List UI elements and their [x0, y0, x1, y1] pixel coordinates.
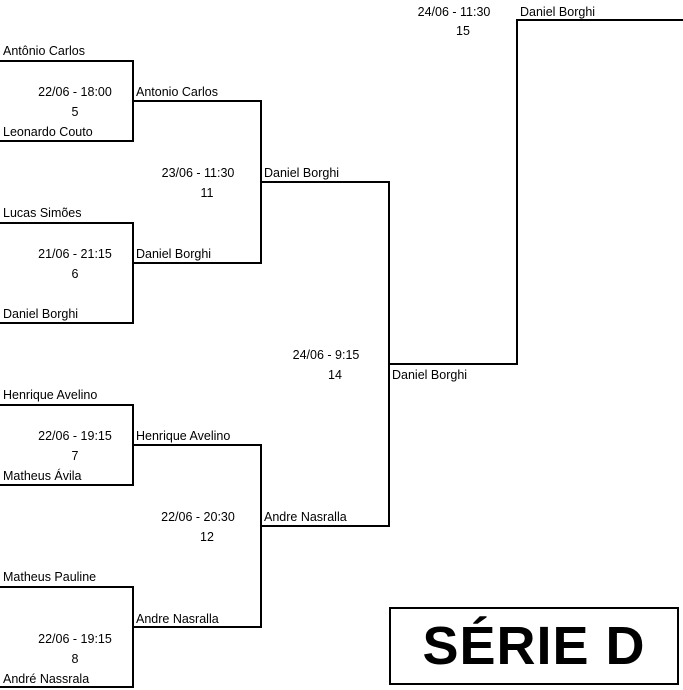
- bracket-line: [0, 322, 134, 324]
- bracket-line: [0, 686, 134, 688]
- match-number: 14: [328, 368, 342, 382]
- match-number: 5: [71, 105, 79, 119]
- bracket-line: [260, 100, 262, 264]
- player-name: Andre Nasralla: [136, 612, 219, 626]
- match-number: 6: [71, 267, 79, 281]
- player-name: Henrique Avelino: [3, 388, 98, 402]
- player-name: Andre Nasralla: [264, 510, 347, 524]
- bracket-line: [132, 60, 134, 142]
- bracket-line: [0, 404, 134, 406]
- champion-name: Daniel Borghi: [520, 5, 596, 19]
- bracket-line: [134, 100, 262, 102]
- match-datetime: 22/06 - 20:30: [161, 510, 235, 524]
- player-name: Daniel Borghi: [264, 166, 340, 180]
- bracket-line: [132, 222, 134, 324]
- player-name: Leonardo Couto: [3, 125, 93, 139]
- player-name: André Nassrala: [3, 672, 90, 686]
- player-name: Antônio Carlos: [3, 44, 85, 58]
- player-name: Lucas Simões: [3, 206, 82, 220]
- bracket-line: [134, 262, 262, 264]
- player-name: Daniel Borghi: [3, 307, 79, 321]
- player-name: Matheus Ávila: [3, 469, 82, 483]
- player-name: Daniel Borghi: [392, 368, 468, 382]
- series-title-box: SÉRIE D: [389, 607, 679, 685]
- match-datetime: 22/06 - 19:15: [38, 632, 112, 646]
- bracket-line: [0, 586, 134, 588]
- bracket-line: [132, 404, 134, 486]
- match-datetime: 23/06 - 11:30: [161, 166, 235, 180]
- bracket-line: [0, 140, 134, 142]
- match-number: 8: [71, 652, 79, 666]
- match-number: 7: [71, 449, 79, 463]
- bracket-line: [132, 586, 134, 688]
- bracket-line: [0, 222, 134, 224]
- match-datetime: 24/06 - 9:15: [292, 348, 360, 362]
- bracket-line: [516, 19, 683, 21]
- match-datetime: 22/06 - 18:00: [38, 85, 112, 99]
- match-datetime: 21/06 - 21:15: [38, 247, 112, 261]
- match-datetime: 22/06 - 19:15: [38, 429, 112, 443]
- match-number: 11: [200, 186, 214, 200]
- bracket-line: [0, 60, 134, 62]
- player-name: Daniel Borghi: [136, 247, 212, 261]
- player-name: Matheus Pauline: [3, 570, 97, 584]
- series-title: SÉRIE D: [422, 616, 646, 676]
- player-name: Henrique Avelino: [136, 429, 231, 443]
- bracket-line: [260, 444, 262, 628]
- bracket-line: [390, 363, 518, 365]
- bracket-line: [134, 444, 262, 446]
- bracket-line: [262, 181, 390, 183]
- match-number: 15: [456, 24, 470, 38]
- player-name: Antonio Carlos: [136, 85, 218, 99]
- bracket-line: [0, 484, 134, 486]
- bracket-line: [262, 525, 390, 527]
- bracket-line: [134, 626, 262, 628]
- bracket-line: [388, 181, 390, 527]
- match-datetime: 24/06 - 11:30: [417, 5, 491, 19]
- bracket-line: [516, 19, 518, 365]
- match-number: 12: [200, 530, 214, 544]
